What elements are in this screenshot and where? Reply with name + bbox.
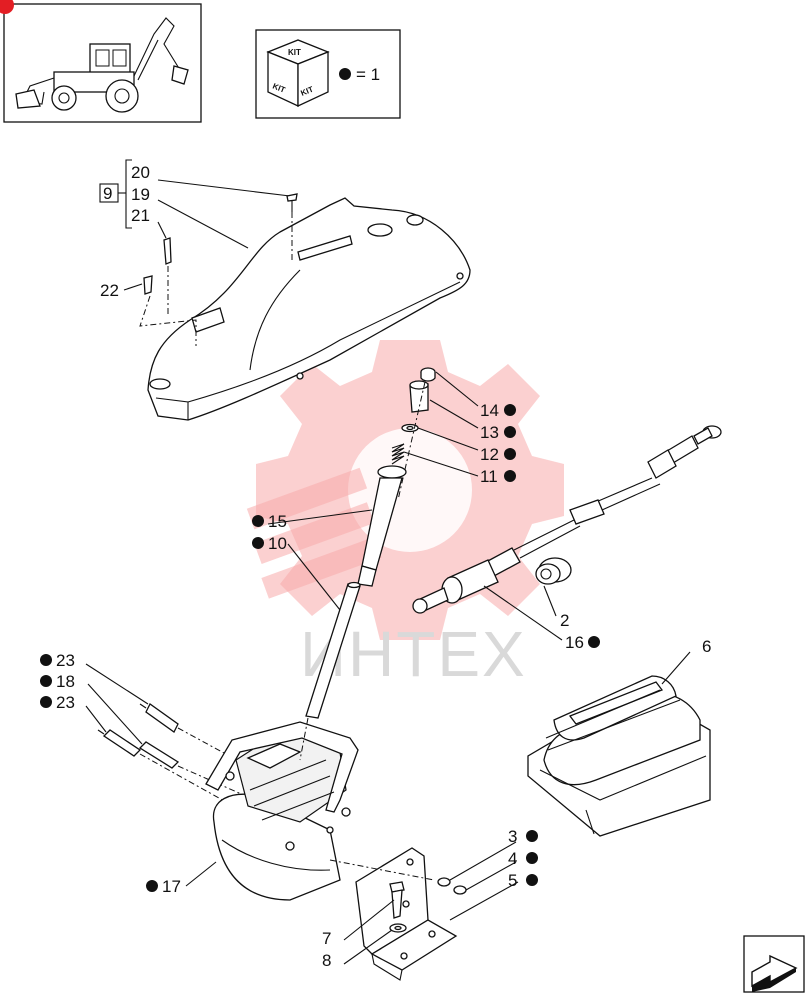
bullet-23b-icon: [40, 696, 52, 708]
lever-base-17-part: [205, 721, 359, 901]
label-20: 20: [131, 163, 150, 182]
kit-equals-text: = 1: [356, 65, 380, 84]
bullet-12-icon: [504, 448, 516, 460]
backhoe-loader-icon: [15, 17, 189, 113]
nut-4-part: [453, 885, 467, 895]
top-cover-part: [147, 197, 471, 421]
label-17: 17: [162, 877, 181, 896]
next-page-arrow-icon[interactable]: [743, 935, 805, 993]
grommet-2-part: [535, 557, 572, 585]
kit-bullet-icon: [339, 68, 351, 80]
label-2: 2: [560, 611, 569, 630]
mounting-bracket-5-part: [355, 847, 458, 981]
washer-12-part: [401, 423, 419, 433]
label-4: 4: [508, 849, 517, 868]
label-16: 16: [565, 633, 584, 652]
label-7: 7: [322, 929, 331, 948]
knob-cap-14-part: [420, 367, 436, 382]
rod-10-part: [305, 581, 361, 719]
bolt-23-lower-part: [97, 729, 142, 757]
label-14: 14: [480, 401, 499, 420]
lever-handle-15-part: [357, 465, 407, 587]
bullet-10-icon: [252, 537, 264, 549]
clip-21-part: [163, 237, 172, 265]
bullet-15-icon: [252, 515, 264, 527]
label-21: 21: [131, 206, 150, 225]
label-5: 5: [508, 871, 517, 890]
label-6: 6: [702, 637, 711, 656]
bullet-17-icon: [146, 880, 158, 892]
group-bracket: 9 20 19 21: [99, 159, 291, 249]
label-11: 11: [480, 467, 498, 486]
label-3: 3: [508, 827, 517, 846]
label-18: 18: [56, 672, 75, 691]
bullet-5-icon: [526, 874, 538, 886]
spring-11-part: [391, 443, 405, 465]
label-8: 8: [322, 951, 331, 970]
label-15: 15: [268, 512, 287, 531]
washer-3-part: [437, 877, 451, 887]
bullet-4-icon: [526, 852, 538, 864]
watermark-gear-icon: ИНТЕХ: [246, 340, 564, 690]
bullet-14-icon: [504, 404, 516, 416]
rivet-22-part: [139, 266, 197, 346]
screw-20-part: [286, 193, 298, 262]
bullet-13-icon: [504, 426, 516, 438]
control-cable-16-part: [412, 425, 722, 614]
washer-8-part: [389, 923, 407, 933]
label-12: 12: [480, 445, 499, 464]
label-22: 22: [100, 281, 119, 300]
rubber-boot-6-part: [527, 675, 711, 837]
kit-box-icon: KIT KIT KIT: [266, 39, 330, 108]
bolt-7-part: [389, 881, 405, 919]
bullet-18-icon: [40, 675, 52, 687]
bullet-16-icon: [588, 636, 600, 648]
kit-legend: KIT KIT KIT = 1: [255, 29, 401, 119]
bullet-11-icon: [504, 470, 516, 482]
machine-thumbnail: [0, 0, 202, 123]
label-19: 19: [131, 185, 150, 204]
bullet-23a-icon: [40, 654, 52, 666]
label-23-lower: 23: [56, 693, 75, 712]
knob-sleeve-13-part: [409, 380, 429, 413]
label-10: 10: [268, 534, 287, 553]
group-number: 9: [103, 184, 112, 203]
bullet-3-icon: [526, 830, 538, 842]
label-13: 13: [480, 423, 499, 442]
pin-18-part: [138, 741, 180, 769]
bolt-23-upper-part: [139, 703, 179, 733]
kit-top-text: KIT: [288, 48, 301, 57]
label-23-upper: 23: [56, 651, 75, 670]
